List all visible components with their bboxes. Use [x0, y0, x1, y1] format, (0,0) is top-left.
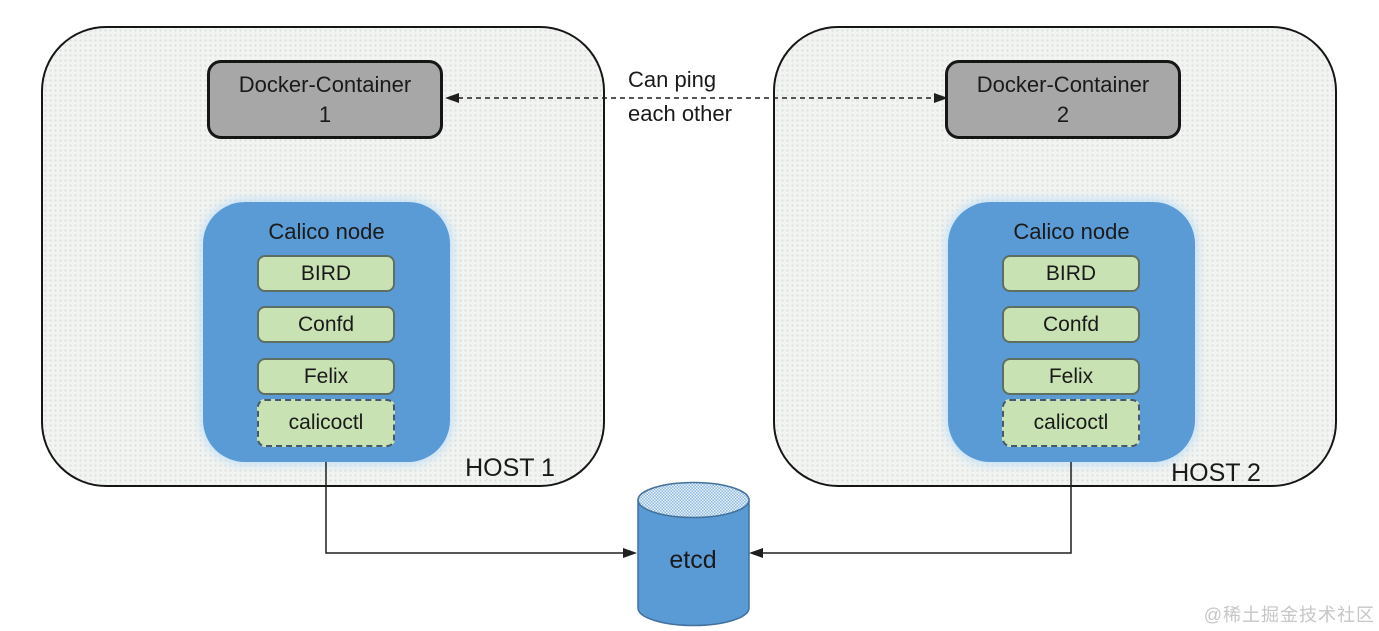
component-confd: Confd [1002, 306, 1140, 343]
host-2-box: Docker-Container 2 Calico node BIRD Conf… [773, 26, 1337, 487]
ping-annotation: Can ping each other [628, 67, 732, 126]
component-bird: BIRD [1002, 255, 1140, 292]
host-1-label: HOST 1 [465, 454, 555, 482]
watermark: @稀土掘金技术社区 [1203, 605, 1375, 625]
component-calicoctl: calicoctl [1002, 399, 1140, 447]
calico-node-1-box: Calico node BIRD Confd Felix calicoctl [203, 202, 450, 462]
component-bird: BIRD [257, 255, 395, 292]
host-2-label: HOST 2 [1171, 459, 1261, 487]
component-felix: Felix [257, 358, 395, 395]
calico-node-2-title: Calico node [1013, 219, 1130, 244]
component-confd: Confd [257, 306, 395, 343]
component-felix: Felix [1002, 358, 1140, 395]
docker-container-1-label: Docker-Container 1 [238, 71, 412, 127]
calico-node-1-title: Calico node [268, 219, 385, 244]
docker-container-2-label: Docker-Container 2 [976, 71, 1150, 127]
docker-container-1-box: Docker-Container 1 [207, 60, 443, 139]
host-1-box: Docker-Container 1 Calico node BIRD Conf… [41, 26, 605, 487]
component-calicoctl: calicoctl [257, 399, 395, 447]
docker-container-2-box: Docker-Container 2 [945, 60, 1181, 139]
etcd-label: etcd [669, 546, 717, 574]
calico-node-2-box: Calico node BIRD Confd Felix calicoctl [948, 202, 1195, 462]
